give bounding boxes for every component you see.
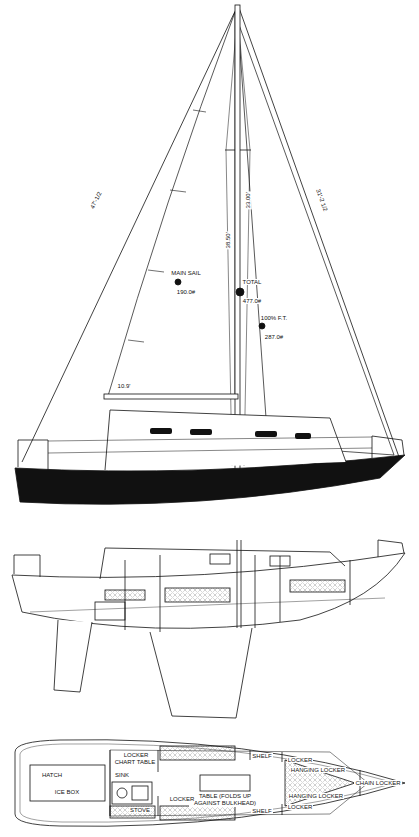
settee — [160, 806, 235, 820]
plan-label: SINK — [114, 772, 130, 779]
window — [270, 556, 290, 566]
galley — [112, 782, 152, 804]
berth — [290, 580, 345, 592]
cockpit — [30, 765, 105, 801]
portlight — [150, 428, 172, 434]
centroid-mark — [175, 279, 181, 285]
lifeline — [48, 448, 372, 453]
mainsail — [108, 12, 235, 396]
dimension: 47'-1/2 — [89, 189, 104, 210]
dimension: 33.00' — [245, 191, 252, 209]
hull-inner — [20, 744, 395, 822]
bulkhead — [158, 750, 159, 772]
engine — [95, 602, 125, 620]
dimension: 38.50' — [225, 231, 232, 249]
sail-plan — [15, 5, 405, 504]
plan-label: CHART TABLE — [114, 759, 157, 766]
plan-label: ICE BOX — [54, 789, 80, 796]
backstay — [22, 5, 238, 462]
plan-label: SHELF — [251, 808, 272, 815]
forestay — [238, 5, 399, 457]
cabin-trunk — [100, 548, 345, 579]
portlight — [190, 429, 212, 435]
accommodation-plan — [15, 740, 405, 827]
rudder — [54, 620, 92, 692]
settee — [160, 746, 235, 760]
boom — [104, 394, 238, 399]
waterline — [30, 598, 385, 612]
plan-label: TABLE (FOLDS UP AGAINST BULKHEAD) — [189, 793, 261, 806]
plan-label: LOCKER — [287, 804, 314, 811]
plan-label: LOCKER — [123, 752, 150, 759]
portlight — [150, 428, 311, 439]
bulkhead — [282, 804, 283, 815]
sink — [117, 788, 127, 798]
bulkhead — [255, 555, 256, 628]
sail-area-value: 190.0# — [176, 289, 196, 296]
table — [200, 775, 250, 791]
cabin-trunk — [110, 750, 368, 816]
mast-stub — [237, 540, 238, 628]
sail-area-label: TOTAL — [242, 279, 263, 286]
bulkhead — [125, 560, 126, 630]
bow-pulpit — [378, 540, 404, 557]
stern-pulpit — [18, 440, 48, 470]
batten — [128, 110, 206, 342]
sail-area-value: 287.0# — [264, 334, 284, 341]
bulkhead — [125, 555, 350, 632]
quarter-berth — [110, 806, 155, 818]
plan-label: HANGING LOCKER — [290, 767, 346, 774]
bulkhead — [158, 796, 159, 816]
stove — [132, 786, 148, 800]
plan-label: HATCH — [41, 772, 63, 779]
batten — [128, 340, 144, 342]
lifeline — [48, 437, 372, 441]
hull-profile — [12, 553, 405, 628]
plan-label: CHAIN LOCKER — [354, 780, 401, 787]
inboard-profile — [12, 540, 405, 718]
bulkhead — [350, 560, 351, 605]
plan-label: HANGING LOCKER — [288, 793, 344, 800]
sail-area-label: 100% F.T. — [260, 315, 288, 322]
stern-pulpit — [14, 555, 40, 577]
batten — [170, 190, 186, 192]
bulkhead — [282, 752, 283, 762]
bow-pulpit — [372, 436, 404, 458]
window — [210, 554, 230, 564]
plan-label: STOVE — [129, 807, 151, 814]
dimension: 31'-2 1/2 — [315, 187, 330, 213]
centroid-mark — [175, 279, 265, 329]
dimension: 10.9' — [117, 383, 132, 390]
centroid-mark — [236, 288, 244, 296]
batten — [193, 110, 206, 112]
jib — [238, 22, 394, 455]
plan-label: SHELF — [251, 753, 272, 760]
sail-area-label: MAIN SAIL — [170, 270, 202, 277]
v-berth — [285, 760, 355, 806]
bulkhead — [110, 750, 360, 816]
plan-label: LOCKER — [169, 796, 196, 803]
sail-area-value: 477.0# — [242, 298, 262, 305]
bulkhead — [160, 555, 161, 632]
keel — [150, 628, 252, 718]
batten — [148, 270, 164, 272]
mast — [235, 5, 240, 470]
mast-stub — [241, 540, 242, 628]
plan-label: LOCKER — [287, 757, 314, 764]
bulkhead — [110, 750, 111, 816]
centroid-mark — [259, 323, 265, 329]
deck-outline — [15, 740, 405, 827]
portlight — [255, 431, 277, 437]
berth — [165, 588, 230, 602]
